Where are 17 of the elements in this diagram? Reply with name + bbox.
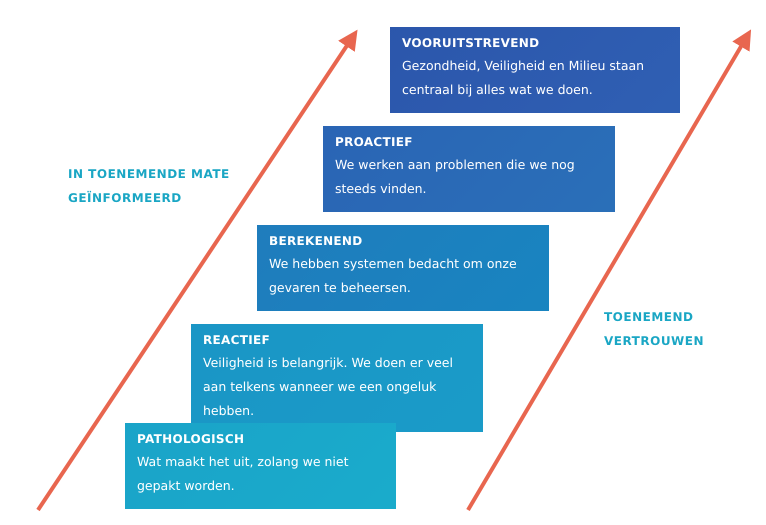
step-title: BEREKENEND bbox=[269, 234, 364, 248]
step-description: Wat maakt het uit, zolang we niet gepakt worden. bbox=[137, 453, 350, 495]
step-title: PATHOLOGISCH bbox=[137, 432, 246, 446]
step-title: PROACTIEF bbox=[335, 135, 414, 149]
axis-label: TOENEMEND VERTROUWEN bbox=[604, 309, 706, 350]
step-description: Gezondheid, Veiligheid en Milieu staan centraal bij alles wat we doen. bbox=[402, 57, 646, 99]
step-description: Veiligheid is belangrijk. We doen er veel aan telkens wanneer we een ongeluk hebben. bbox=[203, 354, 454, 420]
step-box bbox=[125, 423, 396, 509]
step-description: We werken aan problemen die we nog steeds vinden. bbox=[335, 156, 576, 198]
step-box bbox=[323, 126, 615, 212]
step-box bbox=[257, 225, 549, 311]
step-box bbox=[390, 27, 680, 113]
step-title: REACTIEF bbox=[203, 333, 271, 347]
step-box bbox=[191, 324, 483, 432]
step-description: We hebben systemen bedacht om onze gevaren te beheersen. bbox=[269, 255, 518, 297]
step-title: VOORUITSTREVEND bbox=[402, 36, 540, 50]
axis-label: IN TOENEMENDE MATE GEÏNFORMEERD bbox=[68, 166, 231, 207]
